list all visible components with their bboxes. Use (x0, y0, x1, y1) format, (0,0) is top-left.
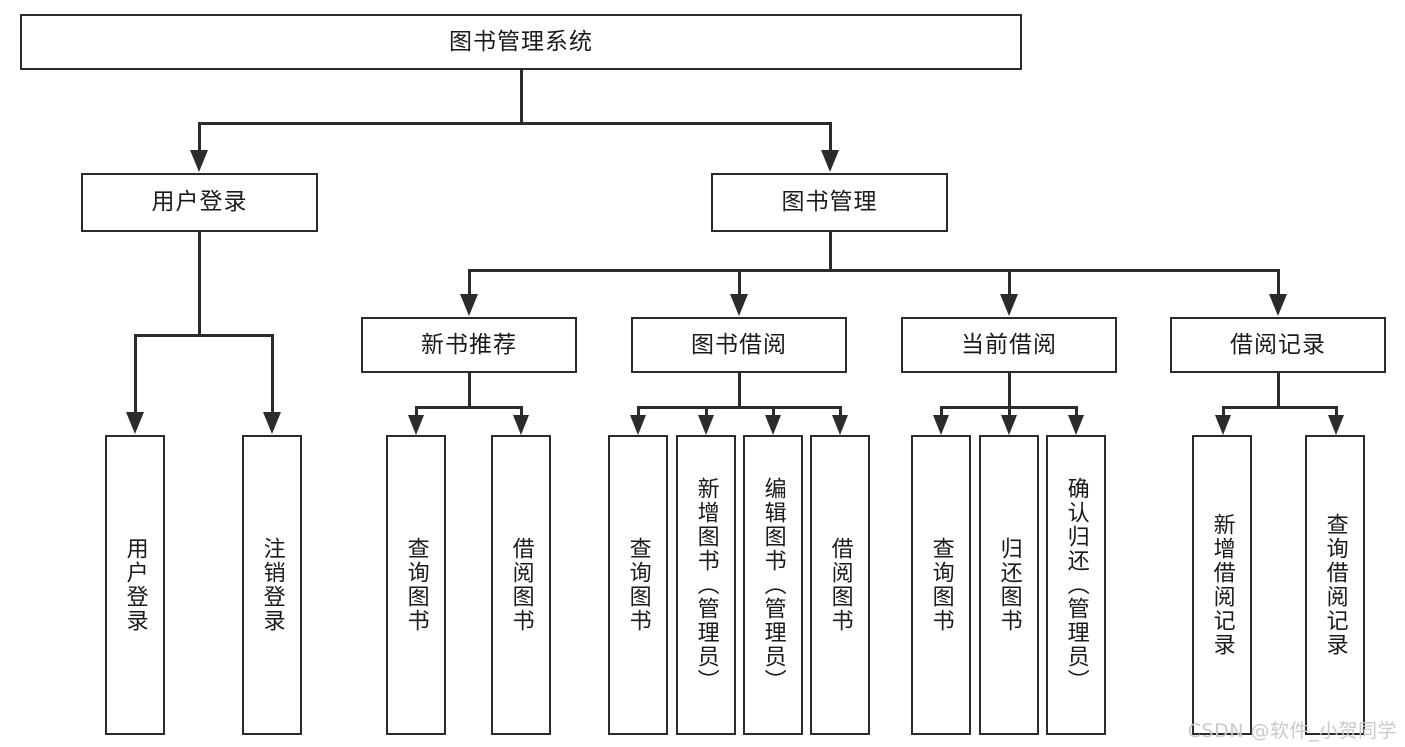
node-label: 新增借阅记录 (1209, 513, 1235, 657)
arrowhead-book-borrow-leaf-3 (765, 415, 781, 435)
connector-book-manage-drop-1 (468, 269, 471, 295)
connector-borrow-record-drop-2 (1335, 406, 1338, 418)
connector-new-book-stem (468, 373, 471, 408)
connector-book-borrow-drop-2 (705, 406, 708, 418)
connector-book-borrow-stem (738, 373, 741, 408)
leaf-query-book-recommend[interactable]: 查询图书 (386, 435, 446, 735)
connector-borrow-record-stem (1277, 373, 1280, 408)
leaf-query-book-current[interactable]: 查询图书 (911, 435, 971, 735)
connector-root-to-book-manage (829, 122, 832, 152)
connector-user-login-bus (134, 334, 273, 337)
node-new-book-recommend[interactable]: 新书推荐 (361, 317, 577, 373)
leaf-query-borrow-record[interactable]: 查询借阅记录 (1305, 435, 1365, 735)
arrowhead-to-borrow-record (1269, 294, 1287, 316)
arrowhead-borrow-record-leaf-2 (1328, 415, 1344, 435)
connector-root-bus (198, 122, 832, 125)
connector-user-login-drop-2 (271, 334, 274, 414)
connector-current-borrow-drop-1 (940, 406, 943, 418)
leaf-logout-login[interactable]: 注销登录 (242, 435, 302, 735)
node-label: 归还图书 (996, 537, 1022, 633)
node-label: 借阅图书 (827, 537, 853, 633)
node-label: 图书管理 (781, 189, 878, 216)
node-label: 用户登录 (122, 537, 148, 633)
connector-current-borrow-drop-2 (1008, 406, 1011, 418)
leaf-borrow-book[interactable]: 借阅图书 (810, 435, 870, 735)
leaf-query-book-borrow[interactable]: 查询图书 (608, 435, 668, 735)
connector-book-manage-drop-2 (738, 269, 741, 295)
arrowhead-book-borrow-leaf-2 (698, 415, 714, 435)
leaf-edit-book[interactable]: 编辑图书（管理员） (743, 435, 803, 735)
node-label: 确认归还（管理员） (1063, 477, 1089, 693)
arrowhead-book-borrow-leaf-4 (832, 415, 848, 435)
node-label: 查询图书 (928, 537, 954, 633)
connector-borrow-record-drop-1 (1222, 406, 1225, 418)
arrowhead-to-book-borrow (730, 294, 748, 316)
node-label: 图书管理系统 (449, 28, 593, 55)
connector-book-manage-drop-4 (1277, 269, 1280, 295)
arrowhead-to-new-book-recommend (460, 294, 478, 316)
connector-book-manage-drop-3 (1008, 269, 1011, 295)
arrowhead-user-login-leaf-2 (263, 412, 281, 434)
connector-book-borrow-drop-1 (637, 406, 640, 418)
node-borrow-record[interactable]: 借阅记录 (1170, 317, 1386, 373)
leaf-confirm-return[interactable]: 确认归还（管理员） (1046, 435, 1106, 735)
connector-new-book-drop-2 (520, 406, 523, 418)
arrowhead-new-book-leaf-2 (513, 415, 529, 435)
node-label: 用户登录 (151, 189, 248, 216)
node-label: 借阅记录 (1230, 331, 1326, 358)
connector-root-stem (520, 70, 523, 123)
arrowhead-to-current-borrow (1000, 294, 1018, 316)
connector-book-manage-bus (468, 269, 1280, 272)
node-label: 当前借阅 (961, 331, 1057, 358)
node-user-login[interactable]: 用户登录 (81, 173, 318, 232)
node-label: 新增图书（管理员） (693, 477, 719, 693)
arrowhead-borrow-record-leaf-1 (1215, 415, 1231, 435)
node-label: 查询图书 (403, 537, 429, 633)
node-label: 查询借阅记录 (1322, 513, 1348, 657)
arrowhead-current-borrow-leaf-2 (1001, 415, 1017, 435)
connector-new-book-bus (415, 406, 522, 409)
node-label: 注销登录 (259, 537, 285, 633)
connector-user-login-drop-1 (134, 334, 137, 414)
arrowhead-current-borrow-leaf-3 (1068, 415, 1084, 435)
arrowhead-root-to-user-login (190, 150, 208, 172)
connector-current-borrow-stem (1008, 373, 1011, 408)
leaf-add-borrow-record[interactable]: 新增借阅记录 (1192, 435, 1252, 735)
node-label: 查询图书 (625, 537, 651, 633)
node-label: 编辑图书（管理员） (760, 477, 786, 693)
csdn-watermark: CSDN @软件_小贺同学 (1187, 720, 1397, 742)
leaf-add-book[interactable]: 新增图书（管理员） (676, 435, 736, 735)
connector-book-borrow-drop-3 (772, 406, 775, 418)
connector-book-manage-stem (829, 232, 832, 272)
node-current-borrow[interactable]: 当前借阅 (901, 317, 1117, 373)
connector-borrow-record-bus (1222, 406, 1335, 409)
arrowhead-book-borrow-leaf-1 (630, 415, 646, 435)
node-root-book-management-system[interactable]: 图书管理系统 (20, 14, 1022, 70)
node-label: 借阅图书 (508, 537, 534, 633)
leaf-borrow-book-recommend[interactable]: 借阅图书 (491, 435, 551, 735)
connector-new-book-drop-1 (415, 406, 418, 418)
connector-book-borrow-bus (637, 406, 841, 409)
node-label: 新书推荐 (421, 331, 517, 358)
arrowhead-user-login-leaf-1 (126, 412, 144, 434)
leaf-user-login[interactable]: 用户登录 (105, 435, 165, 735)
arrowhead-new-book-leaf-1 (408, 415, 424, 435)
connector-book-borrow-drop-4 (839, 406, 842, 418)
arrowhead-root-to-book-manage (821, 150, 839, 172)
node-label: 图书借阅 (691, 331, 787, 358)
connector-current-borrow-drop-3 (1075, 406, 1078, 418)
arrowhead-current-borrow-leaf-1 (933, 415, 949, 435)
node-book-borrow[interactable]: 图书借阅 (631, 317, 847, 373)
leaf-return-book[interactable]: 归还图书 (979, 435, 1039, 735)
connector-root-to-user-login (198, 122, 201, 152)
node-book-management[interactable]: 图书管理 (711, 173, 948, 232)
connector-user-login-stem (198, 232, 201, 336)
